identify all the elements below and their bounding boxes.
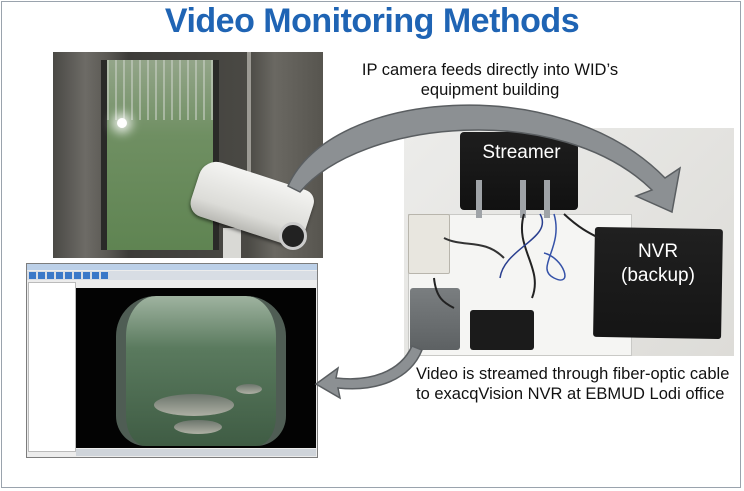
fiber-converter-box bbox=[410, 288, 460, 350]
caption-camera-feed: IP camera feeds directly into WID’s equi… bbox=[361, 61, 619, 99]
nvr-label-line1: NVR bbox=[637, 241, 679, 262]
playback-controls bbox=[76, 449, 316, 456]
camera-photo bbox=[53, 52, 323, 258]
toolbar-icon bbox=[56, 272, 63, 279]
equipment-panel-photo: Streamer NVR (backup) bbox=[404, 128, 734, 356]
toolbar-icon bbox=[29, 272, 36, 279]
camera-lens bbox=[279, 222, 307, 250]
nvr-label: NVR (backup) bbox=[598, 240, 718, 288]
toolbar-icon bbox=[74, 272, 81, 279]
fish bbox=[154, 394, 234, 416]
toolbar-icon bbox=[101, 272, 108, 279]
fish bbox=[236, 384, 262, 394]
toolbar-icon bbox=[38, 272, 45, 279]
camera-mount bbox=[223, 228, 241, 258]
exacqvision-screenshot bbox=[26, 263, 318, 458]
light-glare bbox=[117, 118, 127, 128]
window-titlebar bbox=[27, 264, 317, 270]
toolbar-icon bbox=[47, 272, 54, 279]
toolbar-icon bbox=[65, 272, 72, 279]
video-feed bbox=[76, 288, 316, 448]
cable-lines bbox=[433, 213, 600, 309]
toolbar-icon bbox=[92, 272, 99, 279]
window-bars bbox=[107, 60, 213, 120]
window-toolbar bbox=[27, 271, 317, 280]
fish bbox=[174, 420, 222, 434]
caption-streaming: Video is streamed through fiber-optic ca… bbox=[416, 365, 730, 403]
network-switch bbox=[470, 310, 534, 350]
conduit-pipe bbox=[247, 52, 251, 202]
nvr-label-line2: (backup) bbox=[621, 265, 695, 286]
fish-ladder-window bbox=[101, 60, 219, 250]
power-supply-box bbox=[408, 214, 450, 274]
streamer-label: Streamer bbox=[482, 142, 561, 163]
camera-tree-panel bbox=[28, 282, 76, 452]
toolbar-icon bbox=[83, 272, 90, 279]
slide-title: Video Monitoring Methods bbox=[164, 2, 580, 40]
